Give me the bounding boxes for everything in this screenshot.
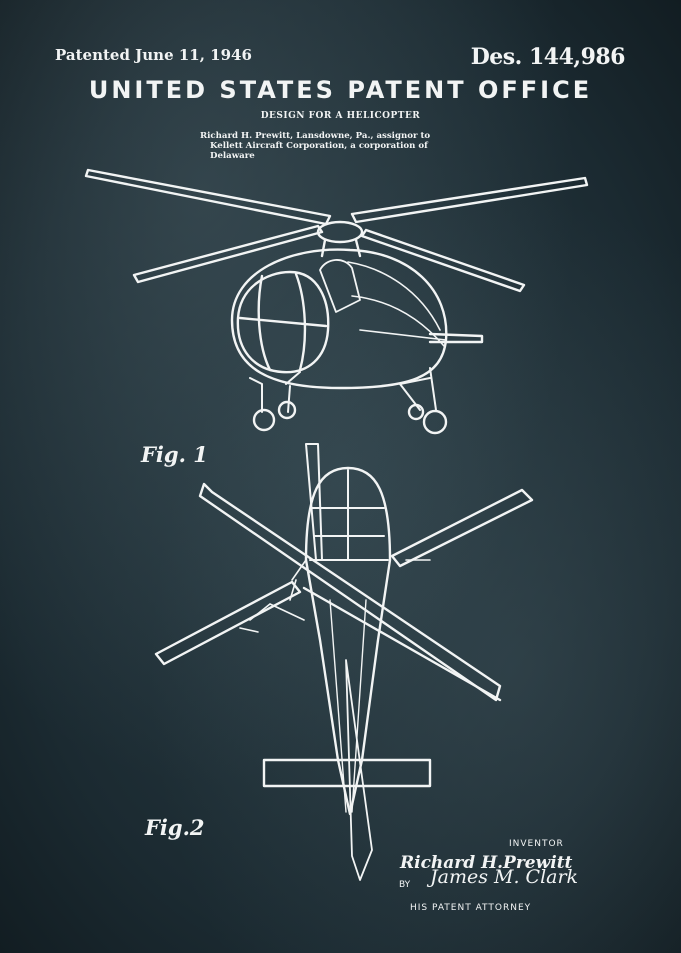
assignor-line: Kellett Aircraft Corporation, a corporat… [210, 141, 428, 151]
fuselage [304, 466, 392, 816]
design-title: DESIGN FOR A HELICOPTER [260, 111, 421, 121]
wheel [422, 409, 448, 435]
figure-label-2: Fig.2 [145, 815, 205, 840]
figure-label-1: Fig. 1 [141, 442, 208, 467]
fig2-helicopter-top-view [154, 443, 534, 881]
rotor-blade [84, 168, 332, 226]
rotor-blade [350, 176, 589, 224]
rotor-blade [360, 228, 526, 293]
assignor-text: Richard H. Prewitt, Lansdowne, Pa., assi… [200, 131, 490, 161]
rotor-hub [316, 220, 364, 244]
rotor-blade [198, 482, 502, 702]
wheel [252, 408, 276, 432]
assignor-line: Richard H. Prewitt, Lansdowne, Pa., assi… [200, 131, 431, 141]
patent-number: Des. 144,986 [470, 44, 626, 70]
fig1-helicopter-front-view [84, 168, 589, 435]
horizontal-stabilizer [262, 758, 432, 788]
rotor-blade [302, 586, 502, 702]
rotor-blade [132, 224, 324, 284]
attorney-signature: James M. Clark [430, 866, 579, 888]
wheel [277, 400, 297, 420]
inventor-name: Richard H.Prewitt [400, 853, 573, 873]
office-title: UNITED STATES PATENT OFFICE [88, 76, 593, 104]
inventor-caption: INVENTOR [509, 839, 564, 849]
assignor-line: Delaware [210, 151, 255, 161]
rotor-blade [390, 488, 534, 568]
patent-date: Patented June 11, 1946 [55, 46, 252, 64]
canopy [236, 270, 330, 374]
attorney-caption: HIS PATENT ATTORNEY [410, 903, 532, 913]
rotor-blade [154, 580, 302, 666]
wheel [407, 403, 425, 421]
by-label: BY [399, 880, 411, 890]
